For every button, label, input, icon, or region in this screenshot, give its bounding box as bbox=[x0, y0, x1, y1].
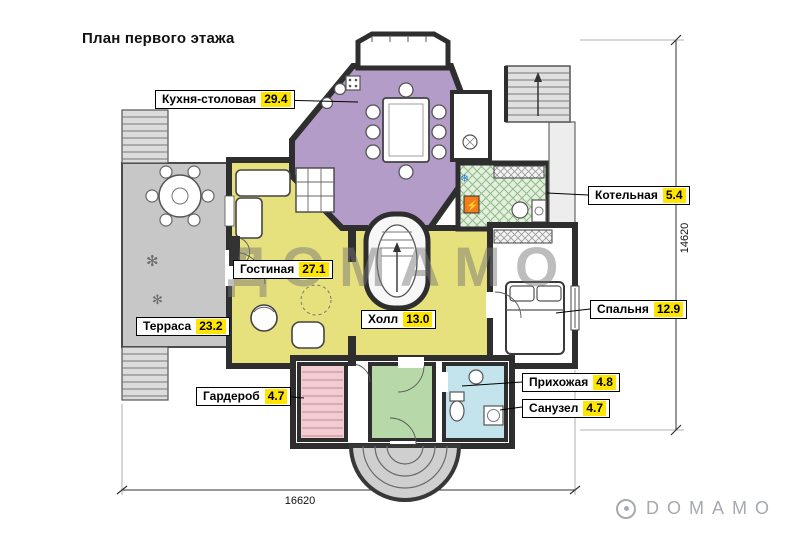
door-gap bbox=[398, 357, 424, 368]
terrace-room: ✻ ✻ bbox=[121, 162, 233, 348]
kitchen-sink bbox=[320, 96, 334, 110]
boiler-room: ⚡ ❄ bbox=[455, 160, 551, 232]
hall-staircase bbox=[363, 211, 431, 311]
door-gap bbox=[225, 250, 234, 286]
fireplace bbox=[229, 236, 240, 266]
room-label-kitchen: Кухня-столовая 29.4 bbox=[155, 90, 295, 109]
room-area: 5.4 bbox=[662, 188, 686, 203]
room-name: Санузел bbox=[529, 401, 579, 415]
armchair bbox=[250, 304, 278, 332]
plant-icon: ✻ bbox=[146, 253, 159, 270]
sink bbox=[468, 369, 484, 385]
sofa bbox=[235, 197, 263, 239]
bed bbox=[505, 281, 565, 355]
room-area: 27.1 bbox=[299, 262, 329, 277]
room-label-boiler: Котельная 5.4 bbox=[588, 186, 690, 205]
room-name: Котельная bbox=[595, 188, 658, 202]
utility-room bbox=[450, 90, 492, 162]
logo-text: DOMAMO bbox=[646, 498, 777, 518]
door-swing bbox=[397, 365, 425, 393]
room-area: 4.8 bbox=[593, 375, 616, 390]
dining-table bbox=[382, 97, 430, 163]
stair-arrow bbox=[393, 242, 401, 252]
bathroom-room bbox=[440, 362, 508, 442]
door-gap bbox=[440, 372, 448, 392]
door-swing bbox=[389, 417, 417, 445]
kitchen-furniture bbox=[320, 75, 447, 180]
stairs-bottom-left bbox=[121, 346, 169, 401]
cabinet bbox=[295, 167, 335, 213]
room-label-bathroom: Санузел 4.7 bbox=[522, 399, 611, 418]
stair-landing bbox=[548, 121, 576, 227]
room-name: Спальня bbox=[597, 302, 649, 316]
room-area: 23.2 bbox=[196, 319, 226, 334]
room-label-entry: Прихожая 4.8 bbox=[522, 373, 620, 392]
bedroom-room bbox=[486, 222, 580, 369]
sofa bbox=[235, 169, 291, 197]
room-name: Кухня-столовая bbox=[162, 92, 257, 106]
stairs-top-right bbox=[504, 65, 571, 123]
window bbox=[224, 195, 235, 227]
kitchen-bay-window bbox=[355, 31, 451, 71]
wall-stub bbox=[348, 336, 356, 366]
toilet bbox=[449, 400, 465, 422]
room-name: Прихожая bbox=[529, 375, 589, 389]
terrace-table bbox=[158, 174, 202, 218]
brand-logo: DOMAMO bbox=[616, 498, 777, 519]
snowflake-icon: ❄ bbox=[460, 173, 469, 185]
rug bbox=[300, 284, 332, 316]
armchair bbox=[291, 321, 325, 349]
dining-chairs bbox=[365, 82, 447, 180]
wall-stub bbox=[348, 228, 356, 262]
door-swing bbox=[494, 291, 522, 319]
logo-circle-icon bbox=[616, 498, 636, 519]
stove bbox=[345, 75, 361, 91]
room-area: 4.7 bbox=[583, 401, 607, 416]
page-title: План первого этажа bbox=[82, 30, 235, 47]
room-label-wardrobe: Гардероб 4.7 bbox=[196, 387, 292, 406]
terrace-chairs bbox=[145, 165, 215, 227]
power-icon: ⚡ bbox=[466, 199, 478, 212]
dimension-width-value: 16620 bbox=[285, 495, 316, 507]
room-label-hall: Холл 13.0 bbox=[361, 310, 437, 329]
stair-arrow bbox=[534, 72, 542, 82]
room-label-bedroom: Спальня 12.9 bbox=[590, 300, 688, 319]
living-furniture bbox=[229, 167, 335, 349]
door-gap bbox=[486, 292, 495, 318]
porch-steps bbox=[348, 444, 462, 502]
closet bbox=[493, 229, 553, 244]
boiler-unit bbox=[463, 195, 480, 214]
room-name: Холл bbox=[368, 312, 399, 326]
stairs-top-left bbox=[121, 109, 169, 164]
room-name: Гардероб bbox=[203, 389, 260, 403]
water-tank bbox=[511, 201, 529, 219]
dimension-right: 14620 bbox=[580, 34, 691, 436]
room-name: Терраса bbox=[143, 319, 192, 333]
dimension-height-value: 14620 bbox=[679, 223, 691, 254]
room-area: 29.4 bbox=[261, 92, 291, 107]
wardrobe-room bbox=[297, 362, 348, 442]
room-label-terrace: Терраса 23.2 bbox=[136, 317, 230, 336]
room-area: 4.7 bbox=[264, 389, 288, 404]
room-label-living: Гостиная 27.1 bbox=[233, 260, 333, 279]
room-area: 12.9 bbox=[653, 302, 684, 317]
bottom-wing bbox=[290, 355, 515, 450]
room-name: Гостиная bbox=[240, 262, 295, 276]
toilet-tank bbox=[449, 391, 465, 402]
entry-room bbox=[368, 362, 436, 442]
washer bbox=[531, 199, 547, 223]
washing-machine bbox=[483, 405, 504, 426]
plant-icon: ✻ bbox=[152, 292, 163, 307]
room-area: 13.0 bbox=[403, 312, 433, 327]
